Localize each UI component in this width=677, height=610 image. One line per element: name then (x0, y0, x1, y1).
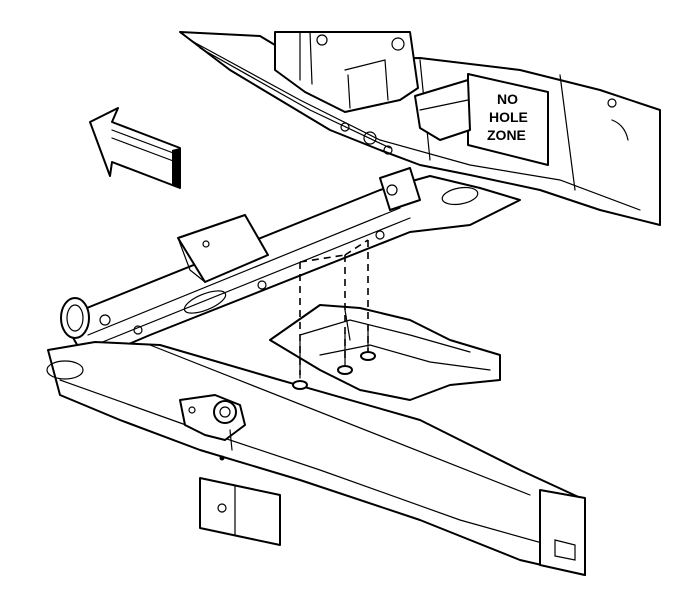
bolt-icon (292, 339, 308, 390)
no-hole-zone-label-line-2: HOLE (489, 109, 528, 125)
bolt-icon (360, 324, 376, 361)
no-hole-zone-plate: NO HOLE ZONE (414, 73, 549, 166)
no-hole-zone-label-line-1: NO (497, 91, 518, 107)
bolt-icon (337, 331, 353, 375)
mount-clamp (179, 394, 246, 461)
no-hole-zone-label-line-3: ZONE (487, 127, 526, 143)
upper-mount-bracket (274, 31, 419, 113)
right-end-plate (539, 489, 586, 576)
center-bracket (177, 214, 269, 283)
lower-frame-rail (46, 341, 586, 576)
seat-mount-shoe (269, 304, 501, 401)
right-end-bracket (379, 167, 421, 211)
left-mount-ring (60, 297, 111, 339)
direction-arrow-icon (89, 107, 181, 189)
lower-support-bracket (199, 477, 281, 546)
